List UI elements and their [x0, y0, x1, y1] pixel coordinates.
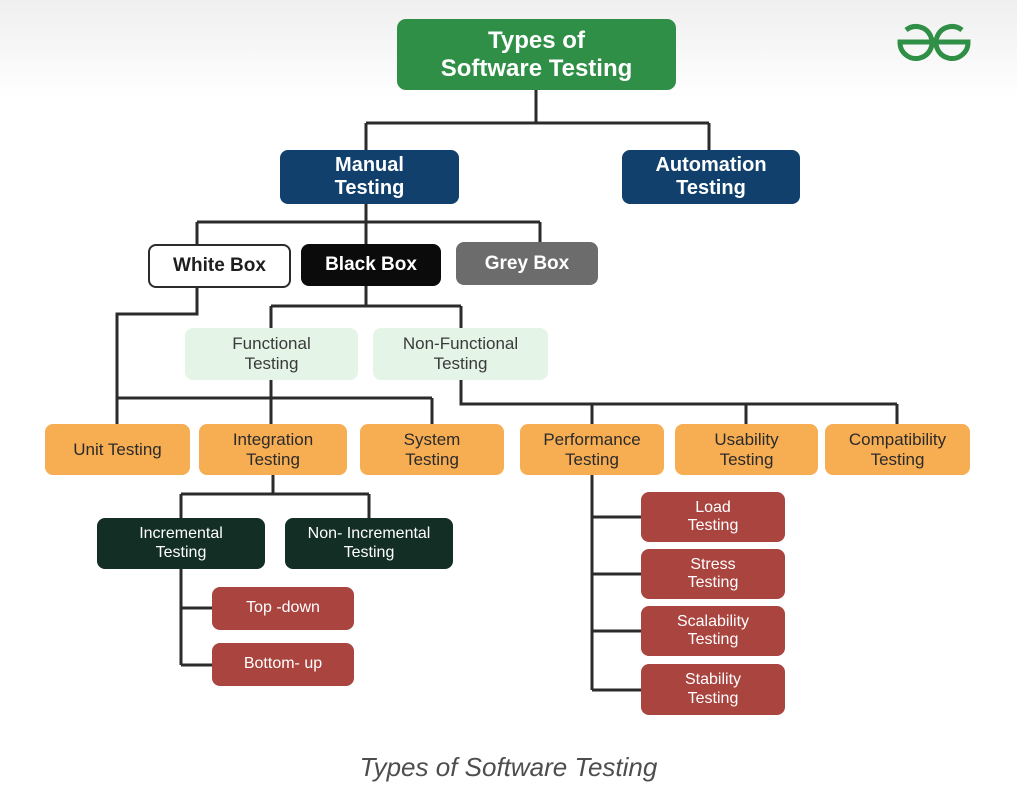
node-types-of-software-testing: Types of Software Testing	[397, 19, 676, 90]
node-functional-testing: Functional Testing	[185, 328, 358, 380]
connector-white-box	[115, 288, 199, 424]
node-integration-testing: Integration Testing	[199, 424, 347, 475]
connector-non-functional	[459, 380, 899, 424]
node-black-box: Black Box	[301, 244, 441, 286]
node-white-box: White Box	[148, 244, 291, 288]
node-manual-testing: Manual Testing	[280, 150, 459, 204]
node-grey-box: Grey Box	[456, 242, 598, 285]
node-top-down: Top -down	[212, 587, 354, 630]
node-non-incremental-testing: Non- Incremental Testing	[285, 518, 453, 569]
node-usability-testing: Usability Testing	[675, 424, 818, 475]
node-compatibility-testing: Compatibility Testing	[825, 424, 970, 475]
connector-root	[364, 90, 711, 150]
node-unit-testing: Unit Testing	[45, 424, 190, 475]
node-automation-testing: Automation Testing	[622, 150, 800, 204]
node-system-testing: System Testing	[360, 424, 504, 475]
connector-performance	[590, 475, 641, 692]
connector-manual	[195, 204, 542, 244]
node-load-testing: Load Testing	[641, 492, 785, 542]
figure-caption: Types of Software Testing	[359, 752, 658, 782]
connector-black-box	[269, 286, 463, 328]
node-scalability-testing: Scalability Testing	[641, 606, 785, 656]
geeksforgeeks-logo-icon	[897, 24, 971, 61]
node-bottom-up: Bottom- up	[212, 643, 354, 686]
node-performance-testing: Performance Testing	[520, 424, 664, 475]
node-non-functional-testing: Non-Functional Testing	[373, 328, 548, 380]
connector-incremental	[179, 569, 212, 667]
connector-functional	[115, 380, 434, 424]
node-incremental-testing: Incremental Testing	[97, 518, 265, 569]
node-stability-testing: Stability Testing	[641, 664, 785, 715]
connector-integration	[179, 475, 371, 518]
node-stress-testing: Stress Testing	[641, 549, 785, 599]
